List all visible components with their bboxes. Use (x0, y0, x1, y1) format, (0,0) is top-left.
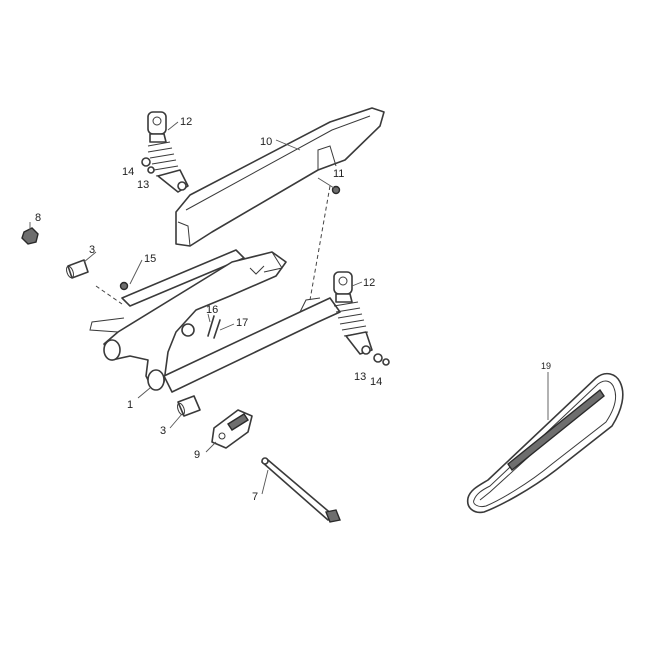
pins-16-17 (207, 315, 221, 339)
rear-axle (261, 457, 341, 523)
callout-11: 11 (333, 168, 344, 180)
leader-lines (29, 121, 549, 495)
callout-14-upper: 14 (122, 166, 134, 178)
bushing-upper (66, 259, 89, 279)
nut-8 (21, 227, 39, 245)
callout-16: 16 (206, 304, 218, 316)
callout-19: 19 (541, 361, 551, 371)
callout-10: 10 (260, 136, 272, 148)
swing-arm (89, 251, 341, 393)
bushing-lower (177, 395, 201, 417)
callout-13-lower: 13 (354, 371, 366, 383)
callout-15: 15 (144, 253, 156, 265)
callout-3-lower: 3 (160, 425, 166, 437)
callout-17: 17 (236, 317, 248, 329)
nut-washer-upper (141, 157, 155, 174)
callout-9: 9 (194, 449, 200, 461)
assembly-line-guard (309, 185, 331, 301)
callout-13-upper: 13 (137, 179, 149, 191)
callout-14-lower: 14 (370, 376, 382, 388)
callout-8: 8 (35, 212, 41, 224)
chain-adjuster-block (211, 409, 253, 449)
bolt-11 (317, 177, 341, 195)
callout-12-lower: 12 (363, 277, 375, 289)
callout-3-upper: 3 (89, 244, 95, 256)
chain-guard (175, 107, 385, 247)
assembly-line-left (95, 285, 123, 305)
nut-washer-lower (373, 353, 390, 366)
drive-chain (466, 372, 624, 514)
callout-7: 7 (252, 491, 258, 503)
torque-link-bar (119, 249, 245, 307)
shock-absorber-upper (147, 111, 189, 193)
callout-12-upper: 12 (180, 116, 192, 128)
shock-absorber-lower (333, 271, 373, 355)
callout-1: 1 (127, 399, 133, 411)
